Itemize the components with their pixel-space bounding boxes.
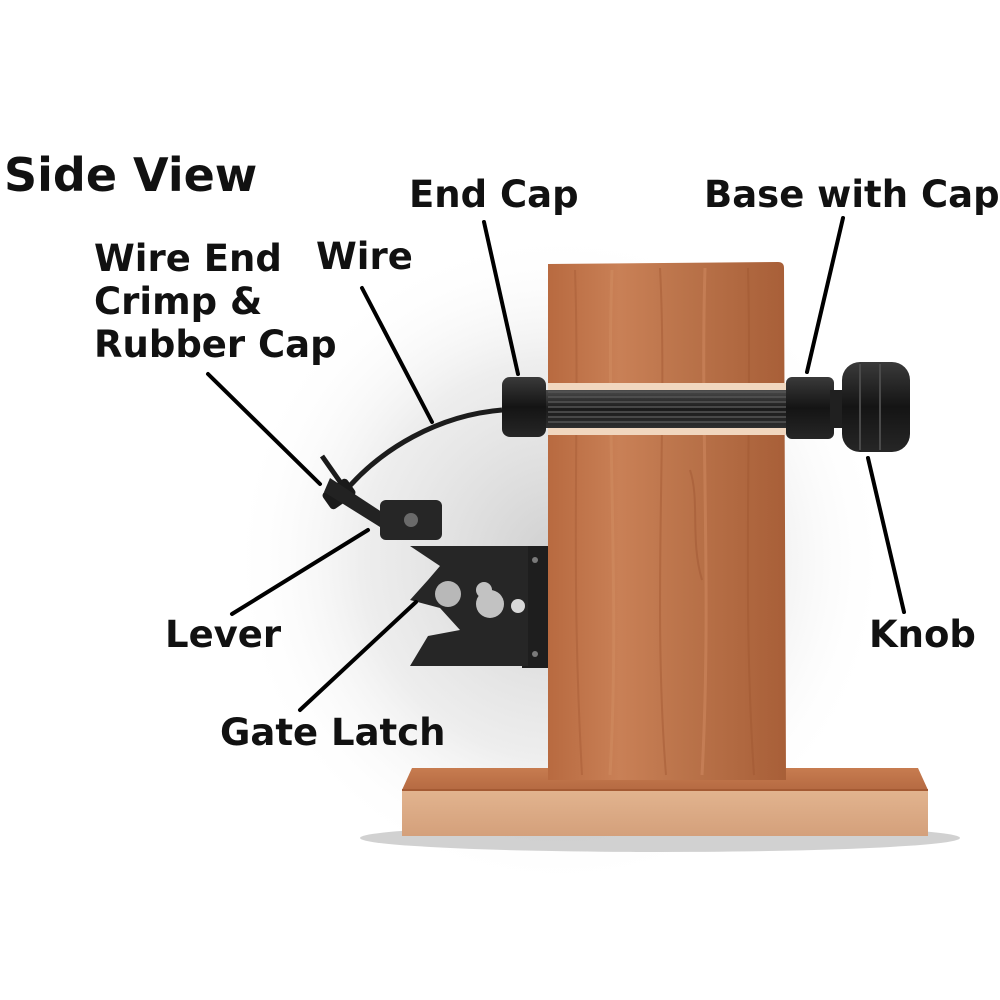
wire [340,407,503,497]
leader-line-end-cap [482,220,520,376]
label-base-with-cap: Base with Cap [704,173,1000,216]
label-lever: Lever [165,613,282,656]
label-end-cap: End Cap [409,173,579,216]
end-cap [502,377,546,437]
knob [842,362,910,452]
label-gate-latch: Gate Latch [220,711,446,754]
gate-latch [410,546,548,668]
wooden-post [548,262,786,780]
leader-line-gate-latch [298,600,418,712]
leader-line-wire [360,286,434,424]
base-board [402,768,928,836]
label-wire: Wire [316,235,413,278]
label-knob: Knob [869,613,976,656]
leader-line-wire-end [206,372,322,486]
leader-line-knob [866,456,906,614]
threaded-rod [520,390,810,428]
diagram-title: Side View [4,148,258,202]
leader-line-lever [230,528,370,616]
label-wire-end-crimp-rubber-cap: Wire End Crimp & Rubber Cap [94,237,337,366]
lever [324,478,442,540]
base-cap [786,377,834,439]
leader-line-base-with-cap [805,216,845,374]
